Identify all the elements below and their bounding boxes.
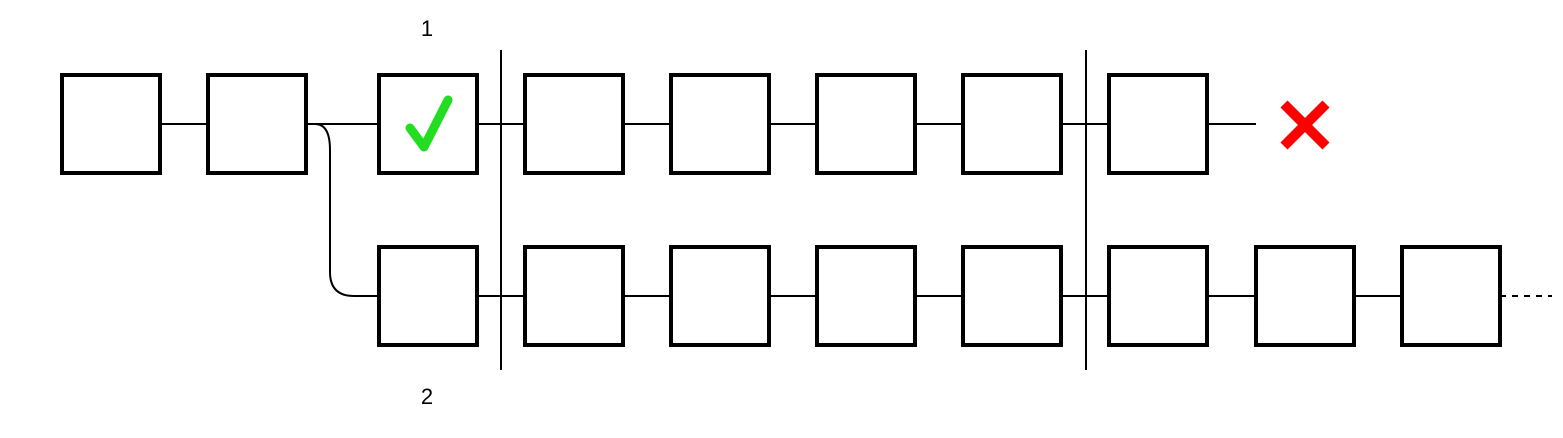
block-top-8: [1107, 73, 1209, 175]
block-top-2: [206, 73, 308, 175]
block-bottom-2: [523, 245, 625, 347]
block-top-7: [961, 73, 1063, 175]
block-top-1: [60, 73, 162, 175]
branch-label-1: 1: [421, 16, 433, 41]
block-top-3-marked: [377, 73, 479, 175]
block-top-5: [669, 73, 771, 175]
block-top-4: [523, 73, 625, 175]
block-bottom-8: [1400, 245, 1502, 347]
block-bottom-1: [377, 245, 479, 347]
block-bottom-6: [1107, 245, 1209, 347]
block-top-6: [815, 73, 917, 175]
block-bottom-3: [669, 245, 771, 347]
branch-label-2: 2: [421, 384, 433, 409]
check-mark-icon: [405, 95, 453, 152]
cross-x-icon: [1280, 100, 1330, 150]
block-bottom-7: [1254, 245, 1356, 347]
block-bottom-4: [815, 245, 917, 347]
block-bottom-5: [961, 245, 1063, 347]
fork-connector: [306, 123, 379, 297]
